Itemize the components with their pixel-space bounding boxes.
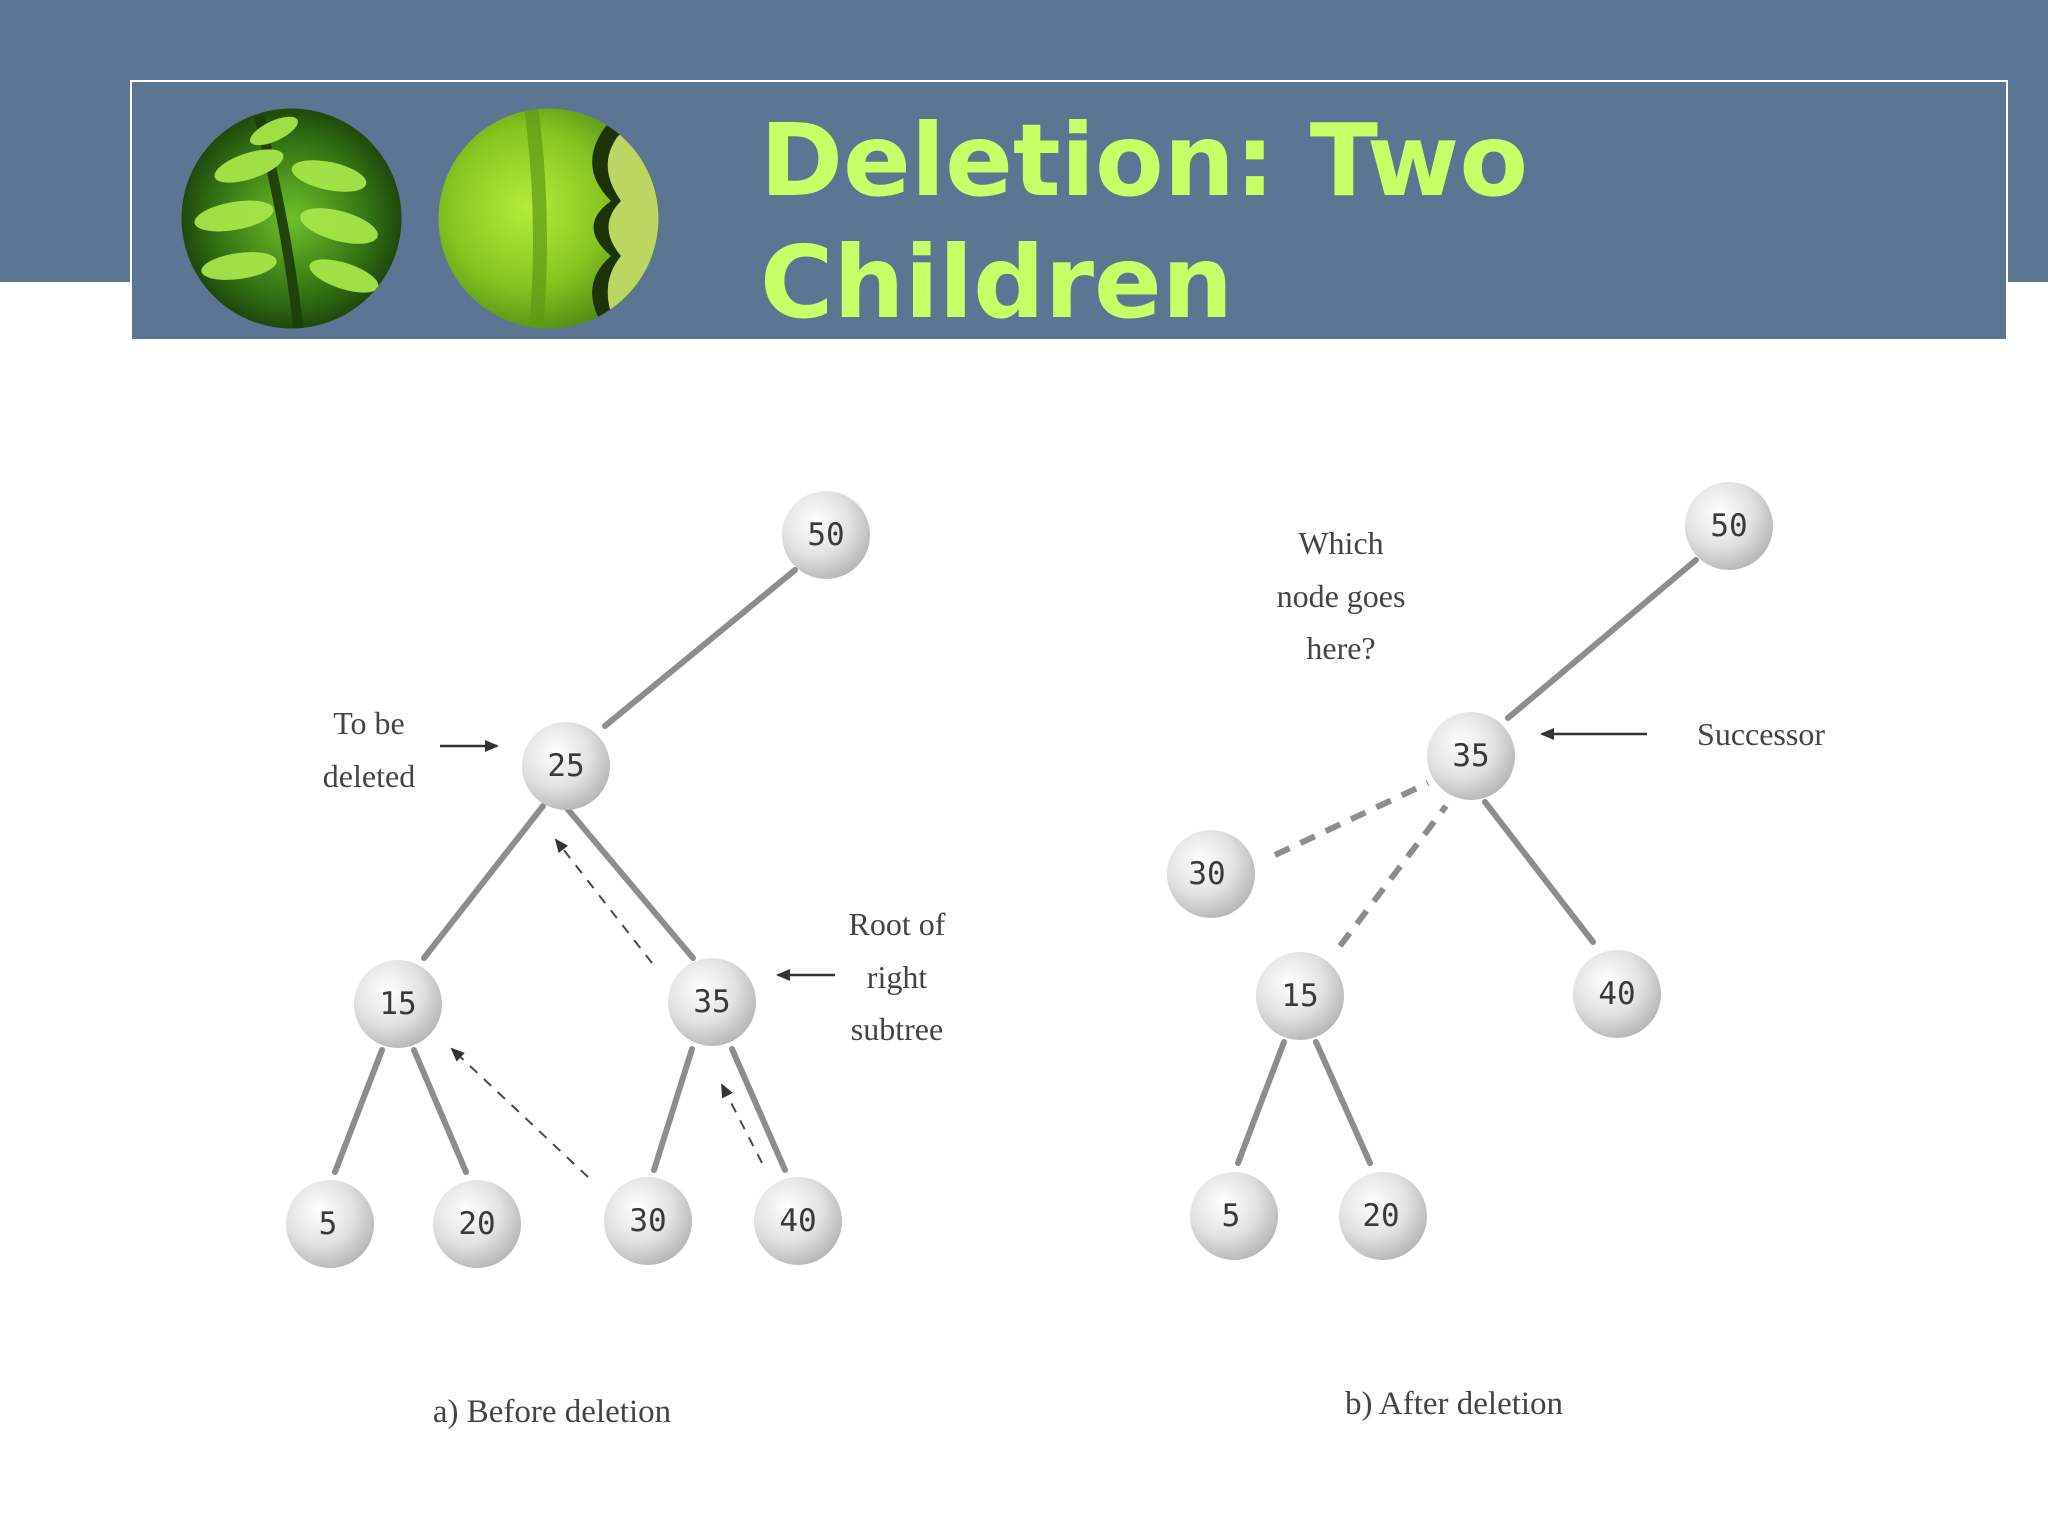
node-50-after: 50 bbox=[1685, 482, 1773, 570]
svg-text:50: 50 bbox=[1710, 508, 1747, 544]
annotation-which-node: Which node goes here? bbox=[1277, 525, 1406, 666]
dashed-arrow-40-to-35 bbox=[721, 1083, 763, 1164]
svg-text:Root of: Root of bbox=[849, 906, 946, 942]
svg-text:5: 5 bbox=[1222, 1198, 1241, 1234]
node-35-after: 35 bbox=[1427, 712, 1515, 800]
annotation-root-right-subtree: Root of right subtree bbox=[776, 906, 946, 1047]
slide-title-line-2: Children bbox=[760, 224, 1234, 341]
annotation-successor: Successor bbox=[1540, 716, 1825, 752]
svg-text:5: 5 bbox=[319, 1206, 338, 1242]
caption-before: a) Before deletion bbox=[433, 1394, 671, 1430]
node-50: 50 bbox=[782, 491, 870, 579]
node-40-after: 40 bbox=[1573, 950, 1661, 1038]
svg-text:deleted: deleted bbox=[323, 758, 415, 794]
node-5: 5 bbox=[286, 1180, 374, 1268]
svg-text:40: 40 bbox=[779, 1203, 816, 1239]
svg-text:40: 40 bbox=[1598, 976, 1635, 1012]
node-20: 20 bbox=[433, 1180, 521, 1268]
node-40: 40 bbox=[754, 1177, 842, 1265]
node-20-after: 20 bbox=[1339, 1172, 1427, 1260]
edge-15-20 bbox=[411, 1047, 469, 1175]
svg-text:Which: Which bbox=[1298, 525, 1383, 561]
svg-text:here?: here? bbox=[1306, 630, 1375, 666]
edge-50-25 bbox=[602, 567, 798, 729]
svg-text:20: 20 bbox=[458, 1206, 495, 1242]
svg-text:35: 35 bbox=[693, 984, 730, 1020]
svg-text:50: 50 bbox=[807, 517, 844, 553]
svg-text:To be: To be bbox=[333, 705, 405, 741]
edge-15-5 bbox=[332, 1047, 385, 1175]
node-30-after: 30 bbox=[1167, 830, 1255, 918]
edge-35-30 bbox=[651, 1046, 695, 1173]
title-panel: Deletion: Two Children bbox=[130, 80, 2008, 341]
node-5-after: 5 bbox=[1190, 1172, 1278, 1260]
slide-title: Deletion: Two Children bbox=[760, 100, 1528, 344]
svg-text:35: 35 bbox=[1452, 738, 1489, 774]
edge-50-35 bbox=[1505, 557, 1699, 721]
dashed-arrow-35-to-25 bbox=[554, 838, 653, 964]
leaf-image-right bbox=[438, 108, 659, 329]
annotation-to-be-deleted: To be deleted bbox=[323, 705, 499, 794]
node-15: 15 bbox=[354, 960, 442, 1048]
leaf-image-left bbox=[181, 108, 402, 329]
edge-25-35 bbox=[562, 803, 696, 961]
edge-15-20-after bbox=[1313, 1039, 1373, 1166]
edge-15-5-after bbox=[1235, 1039, 1287, 1166]
edge-35-40-after bbox=[1482, 799, 1596, 945]
svg-text:25: 25 bbox=[547, 748, 584, 784]
node-15-after: 15 bbox=[1256, 952, 1344, 1040]
dashed-arrow-30-to-15 bbox=[450, 1047, 589, 1178]
svg-text:subtree: subtree bbox=[851, 1011, 943, 1047]
tree-after: 50 35 30 15 40 5 20 Which node goes bbox=[1167, 482, 1825, 1422]
svg-text:30: 30 bbox=[629, 1203, 666, 1239]
svg-text:Successor: Successor bbox=[1697, 716, 1825, 752]
node-25: 25 bbox=[522, 722, 610, 810]
svg-text:15: 15 bbox=[379, 986, 416, 1022]
dashed-edge-35-15 bbox=[1337, 804, 1449, 948]
tree-before: 50 25 15 35 5 20 30 40 bbox=[286, 491, 946, 1430]
svg-text:15: 15 bbox=[1281, 978, 1318, 1014]
edge-25-15 bbox=[421, 803, 546, 961]
slide-title-line-1: Deletion: Two bbox=[760, 102, 1529, 219]
svg-text:20: 20 bbox=[1362, 1198, 1399, 1234]
svg-text:node goes: node goes bbox=[1277, 578, 1406, 614]
dashed-edge-35-30 bbox=[1273, 780, 1430, 858]
svg-text:right: right bbox=[867, 959, 928, 995]
edge-35-40 bbox=[729, 1046, 788, 1173]
node-30: 30 bbox=[604, 1177, 692, 1265]
caption-after: b) After deletion bbox=[1345, 1386, 1563, 1422]
svg-text:30: 30 bbox=[1188, 856, 1225, 892]
node-35: 35 bbox=[668, 958, 756, 1046]
